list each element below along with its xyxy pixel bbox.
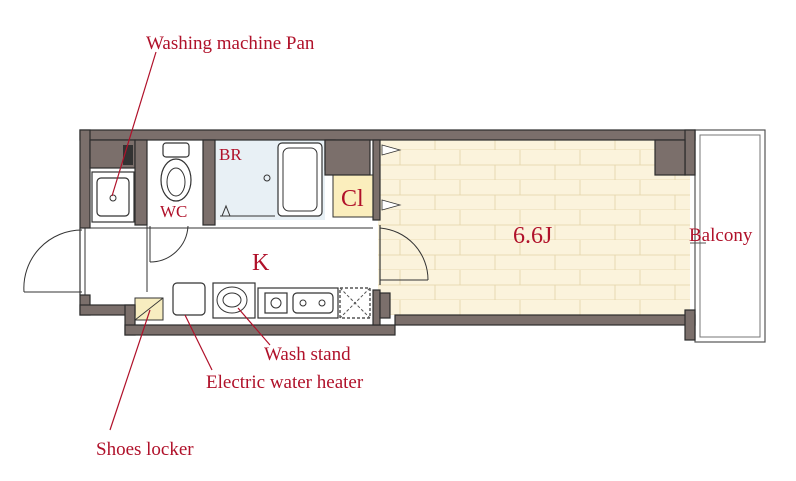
wc-door xyxy=(149,225,189,263)
electric-water-heater xyxy=(172,282,206,316)
washing-machine-pan xyxy=(91,171,135,223)
balcony-area xyxy=(684,129,766,343)
kitchen-counter xyxy=(257,287,371,319)
shoes-locker xyxy=(134,297,164,321)
bathtub xyxy=(220,142,323,217)
label-balcony: Balcony xyxy=(689,225,753,246)
label-kitchen: K xyxy=(252,250,270,276)
label-main-room: 6.6J xyxy=(513,223,552,249)
walls xyxy=(79,129,696,341)
label-br: BR xyxy=(219,145,242,164)
leader-lines xyxy=(109,51,271,431)
toilet xyxy=(160,142,192,202)
main-room-floor xyxy=(378,140,690,315)
label-washing-machine-pan: Washing machine Pan xyxy=(146,33,315,54)
label-closet: Cl xyxy=(341,186,364,212)
label-wash-stand: Wash stand xyxy=(264,344,351,365)
label-electric-water-heater: Electric water heater xyxy=(206,372,364,393)
label-wc: WC xyxy=(160,202,187,221)
wash-stand xyxy=(212,282,256,319)
label-shoes-locker: Shoes locker xyxy=(96,439,194,460)
entry-door xyxy=(23,228,86,295)
room-door xyxy=(379,225,429,285)
